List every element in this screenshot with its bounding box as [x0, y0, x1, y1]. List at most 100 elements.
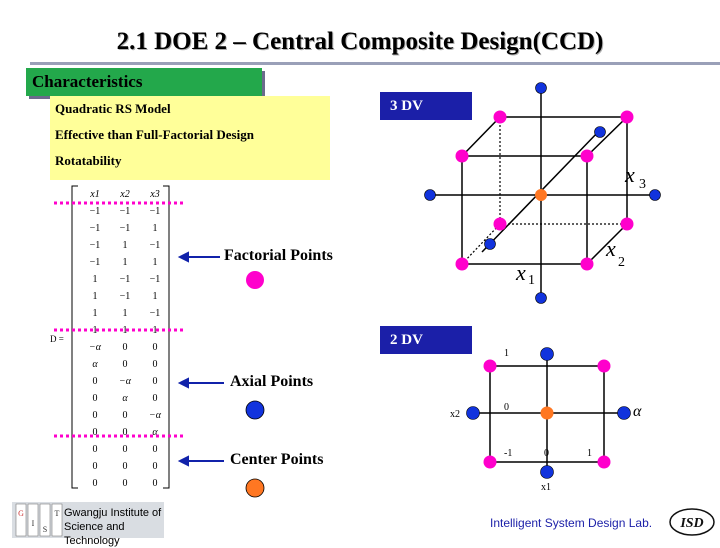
matrix-cell: 1	[93, 325, 98, 336]
matrix-cell: 0	[123, 427, 128, 438]
factorial-arrowhead	[177, 251, 189, 263]
matrix-cell: 1	[153, 257, 158, 268]
center-marker	[245, 478, 265, 498]
matrix-cell: −1	[90, 206, 101, 217]
x3-axis-label: x	[624, 162, 635, 187]
matrix-cell: −α	[149, 410, 162, 421]
matrix-cell: 0	[153, 478, 158, 489]
axial-arrowhead	[177, 377, 189, 389]
matrix-cell: 0	[123, 410, 128, 421]
matrix-header: x3	[149, 189, 159, 200]
matrix-cell: 1	[123, 308, 128, 319]
matrix-cell: 1	[93, 291, 98, 302]
matrix-header: x1	[89, 189, 99, 200]
cube-center-point	[535, 189, 547, 201]
dv2-label: 2 DV	[380, 326, 472, 354]
svg-text:S: S	[43, 525, 47, 534]
matrix-cell: −α	[89, 342, 102, 353]
tick-mid: 0	[504, 402, 509, 413]
matrix-cell: 1	[93, 308, 98, 319]
svg-text:G: G	[18, 509, 24, 518]
matrix-cell: 0	[93, 461, 98, 472]
gist-logo-text: Gwangju Institute of Science and Technol…	[64, 506, 164, 548]
tick-bottom-left: -1	[504, 448, 512, 459]
center-points-label: Center Points	[230, 451, 324, 468]
matrix-cell: −1	[120, 206, 131, 217]
svg-text:T: T	[55, 509, 60, 518]
x3-subscript: 3	[639, 177, 646, 192]
matrix-right-bracket	[163, 185, 170, 489]
axial-points-label: Axial Points	[230, 373, 314, 390]
x1-label: x1	[541, 482, 551, 493]
x1-subscript: 1	[528, 273, 535, 288]
matrix-cell: 0	[93, 376, 98, 387]
matrix-cell: 0	[123, 461, 128, 472]
matrix-cell: 0	[153, 376, 158, 387]
footer-lab-name: Intelligent System Design Lab.	[490, 516, 653, 530]
matrix-cell: 0	[93, 478, 98, 489]
cube-diagram: x 3 x 2 x 1	[424, 82, 661, 304]
slide-title: 2.1 DOE 2 – Central Composite Design(CCD…	[116, 28, 604, 55]
matrix-cell: 0	[153, 444, 158, 455]
matrix-cell: α	[92, 359, 98, 370]
matrix-cell: 0	[93, 444, 98, 455]
factorial-points-label: Factorial Points	[224, 247, 333, 264]
characteristic-item: Effective than Full-Factorial Design	[55, 127, 254, 142]
title-rule	[30, 62, 720, 65]
matrix-cell: −1	[150, 308, 161, 319]
matrix-cell: 0	[123, 444, 128, 455]
matrix-cell: −α	[119, 376, 132, 387]
matrix-cell: 0	[153, 359, 158, 370]
axial-marker	[245, 400, 265, 420]
characteristic-item: Rotatability	[55, 153, 122, 168]
matrix-cell: 0	[123, 359, 128, 370]
matrix-cell: 1	[123, 325, 128, 336]
matrix-cell: 1	[153, 291, 158, 302]
matrix-cell: 0	[93, 427, 98, 438]
matrix-cell: α	[152, 427, 158, 438]
matrix-left-bracket	[71, 185, 78, 489]
gist-logo-line1: Gwangju Institute of	[64, 507, 162, 519]
matrix-cell: 0	[123, 342, 128, 353]
x2-axis-label: x	[605, 236, 616, 261]
matrix-cell: −1	[90, 257, 101, 268]
matrix-cell: 1	[93, 274, 98, 285]
center-arrowhead	[177, 455, 189, 467]
matrix-cell: 1	[123, 257, 128, 268]
matrix-header: x2	[119, 189, 129, 200]
svg-text:I: I	[32, 519, 35, 528]
matrix-symbol: D =	[50, 334, 64, 344]
gist-logo-line2: Science and Technology	[64, 521, 125, 547]
matrix-cell: 0	[93, 393, 98, 404]
tick-top: 1	[504, 348, 509, 359]
square-diagram: 1 0 -1 0 1 x2 x1 α	[450, 347, 642, 493]
matrix-cell: −1	[150, 206, 161, 217]
characteristics-list: Quadratic RS Model Effective than Full-F…	[50, 96, 330, 180]
matrix-cell: 0	[153, 461, 158, 472]
matrix-cell: 0	[153, 342, 158, 353]
factorial-marker	[246, 271, 264, 289]
matrix-cell: 1	[153, 223, 158, 234]
characteristic-item: Quadratic RS Model	[55, 101, 171, 116]
matrix-cell: 0	[123, 478, 128, 489]
x1-axis-label: x	[515, 260, 526, 285]
matrix-cell: −1	[90, 240, 101, 251]
matrix-cell: −1	[90, 223, 101, 234]
matrix-cell: 0	[153, 393, 158, 404]
svg-text:ISD: ISD	[679, 516, 703, 531]
matrix-cell: 1	[123, 240, 128, 251]
dv3-label: 3 DV	[380, 92, 472, 120]
section-label: Characteristics	[26, 68, 262, 96]
matrix-cell: −1	[120, 223, 131, 234]
matrix-cell: α	[122, 393, 128, 404]
matrix-cell: −1	[150, 274, 161, 285]
tick-bottom-mid: 0	[544, 448, 549, 459]
alpha-label: α	[633, 403, 642, 420]
tick-bottom-right: 1	[587, 448, 592, 459]
isd-logo: ISD	[669, 508, 715, 536]
legend-arrows	[177, 251, 265, 498]
matrix-cell: 1	[153, 325, 158, 336]
gist-logo: G I S T	[12, 502, 164, 538]
x2-subscript: 2	[618, 255, 625, 270]
